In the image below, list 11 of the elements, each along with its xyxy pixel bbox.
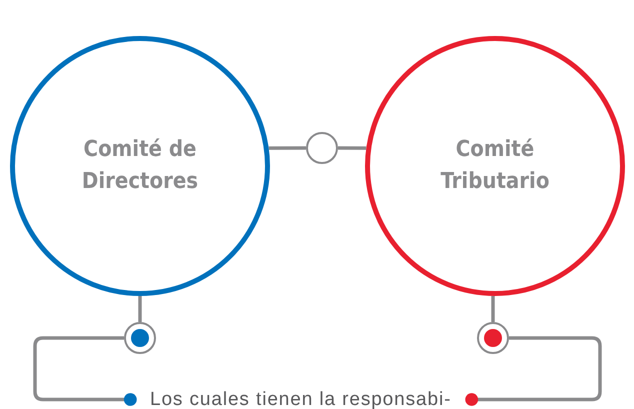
connector-circle <box>124 322 156 354</box>
connector-line <box>138 296 142 322</box>
committee-name: Comité de Directores <box>80 136 200 196</box>
description-text: Los cuales tienen la responsabi- <box>150 390 452 408</box>
connector-line <box>465 336 602 406</box>
committee-name: Comité Tributario <box>440 136 550 196</box>
connector-line <box>268 146 306 150</box>
connector-line <box>491 296 495 322</box>
connector-circle <box>306 132 338 164</box>
connector-line <box>338 146 366 150</box>
connector-circle <box>477 322 509 354</box>
